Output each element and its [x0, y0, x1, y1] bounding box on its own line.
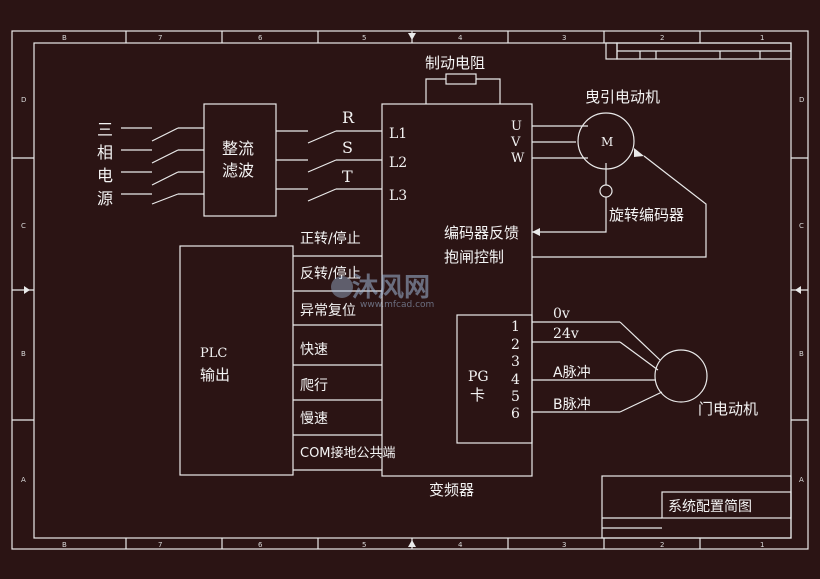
encoder-label: 旋转编码器: [609, 206, 684, 224]
signal-fault-reset: 异常复位: [300, 302, 356, 319]
source-label-3: 电: [97, 166, 113, 185]
output-b-pulse: B脉冲: [553, 397, 591, 413]
bottom-zone-b: B: [62, 541, 67, 549]
bottom-zone-3: 3: [562, 541, 566, 549]
left-zone-b: B: [21, 350, 26, 358]
rectifier-label-2: 滤波: [222, 161, 254, 180]
label-u: U: [511, 119, 522, 134]
door-motor-wiring: [532, 321, 663, 413]
bottom-zone-6: 6: [258, 541, 263, 549]
signal-forward-stop: 正转/停止: [300, 230, 361, 247]
traction-motor-symbol: [577, 112, 635, 170]
center-mark-right: [795, 286, 801, 294]
pg-label-2: 卡: [470, 386, 485, 404]
revision-block: [605, 42, 792, 60]
encoder-feedback-label: 编码器反馈: [444, 224, 519, 242]
label-v: V: [510, 135, 521, 150]
plc-signal-rows: [293, 255, 382, 471]
bottom-zone-1: 1: [760, 541, 764, 549]
rectifier-block: [203, 103, 277, 217]
pg-pin-5: 5: [511, 389, 520, 405]
title-block-name: 系统配置简图: [668, 498, 752, 515]
bottom-zone-2: 2: [660, 541, 664, 549]
pg-pin-6: 6: [511, 406, 520, 422]
watermark-url: www.mfcad.com: [360, 300, 434, 310]
door-motor-symbol: [654, 349, 708, 403]
label-r: R: [342, 108, 355, 127]
bottom-zone-7: 7: [158, 541, 162, 549]
right-zone-a: A: [799, 476, 804, 484]
traction-motor-label: 曳引电动机: [585, 88, 660, 106]
motor-wiring: [532, 125, 707, 258]
source-label-4: 源: [97, 189, 113, 208]
top-zone-5: 5: [362, 34, 366, 42]
pg-pin-4: 4: [511, 372, 520, 388]
plc-label-1: PLC: [200, 346, 227, 361]
zone-dividers: [12, 31, 808, 549]
title-block: [601, 475, 792, 539]
label-s: S: [342, 138, 353, 157]
left-zone-a: A: [21, 476, 26, 484]
bottom-zone-4: 4: [458, 541, 463, 549]
top-zone-3: 3: [562, 34, 566, 42]
center-mark-bottom: [408, 540, 416, 547]
bottom-zone-5: 5: [362, 541, 366, 549]
inverter-block: [381, 103, 533, 477]
center-mark-top: [408, 33, 416, 40]
top-zone-b: B: [62, 34, 67, 42]
signal-fast: 快速: [300, 342, 328, 358]
pg-card-block: [456, 314, 533, 444]
plc-label-2: 输出: [200, 366, 230, 384]
pg-pin-3: 3: [511, 354, 520, 370]
top-zone-1: 1: [760, 34, 764, 42]
label-t: T: [342, 167, 353, 186]
output-24v: 24v: [553, 326, 579, 342]
source-switches: [121, 127, 204, 205]
feedback-arrow: [532, 228, 540, 236]
label-l2: L2: [389, 155, 407, 171]
top-zone-7: 7: [158, 34, 162, 42]
label-w: W: [511, 151, 525, 166]
left-zone-d: D: [21, 96, 26, 104]
signal-slow: 慢速: [300, 410, 328, 427]
pg-pin-1: 1: [511, 319, 520, 335]
right-zone-c: C: [799, 222, 804, 230]
encoder-arrow: [634, 148, 644, 157]
brake-resistor-label: 制动电阻: [425, 54, 485, 72]
output-a-pulse: A脉冲: [553, 365, 591, 381]
pg-label-1: PG: [468, 369, 489, 385]
center-mark-left: [24, 286, 30, 294]
signal-crawl: 爬行: [300, 378, 328, 394]
watermark-text: 沐风网: [352, 273, 430, 303]
right-zone-b: B: [799, 350, 804, 358]
label-l3: L3: [389, 188, 407, 204]
rst-switches: [276, 130, 382, 202]
rectifier-label-1: 整流: [222, 139, 254, 158]
watermark-logo-icon: [331, 276, 353, 298]
signal-reverse-stop: 反转/停止: [300, 265, 361, 282]
signal-com-ground: COM接地公共端: [300, 445, 396, 461]
inverter-label: 变频器: [429, 481, 474, 499]
top-zone-6: 6: [258, 34, 263, 42]
label-l1: L1: [389, 126, 407, 142]
left-zone-c: C: [21, 222, 26, 230]
top-zone-2: 2: [660, 34, 664, 42]
source-label-2: 相: [97, 143, 113, 162]
right-zone-d: D: [799, 96, 804, 104]
motor-m-label: M: [601, 135, 613, 149]
brake-resistor: [425, 73, 501, 104]
brake-control-label: 抱闸控制: [444, 248, 504, 266]
door-motor-label: 门电动机: [698, 400, 758, 418]
output-0v: 0v: [553, 306, 570, 322]
source-label-1: 三: [97, 120, 113, 139]
plc-block: [179, 245, 294, 476]
pg-pin-2: 2: [511, 337, 520, 353]
top-zone-4: 4: [458, 34, 463, 42]
